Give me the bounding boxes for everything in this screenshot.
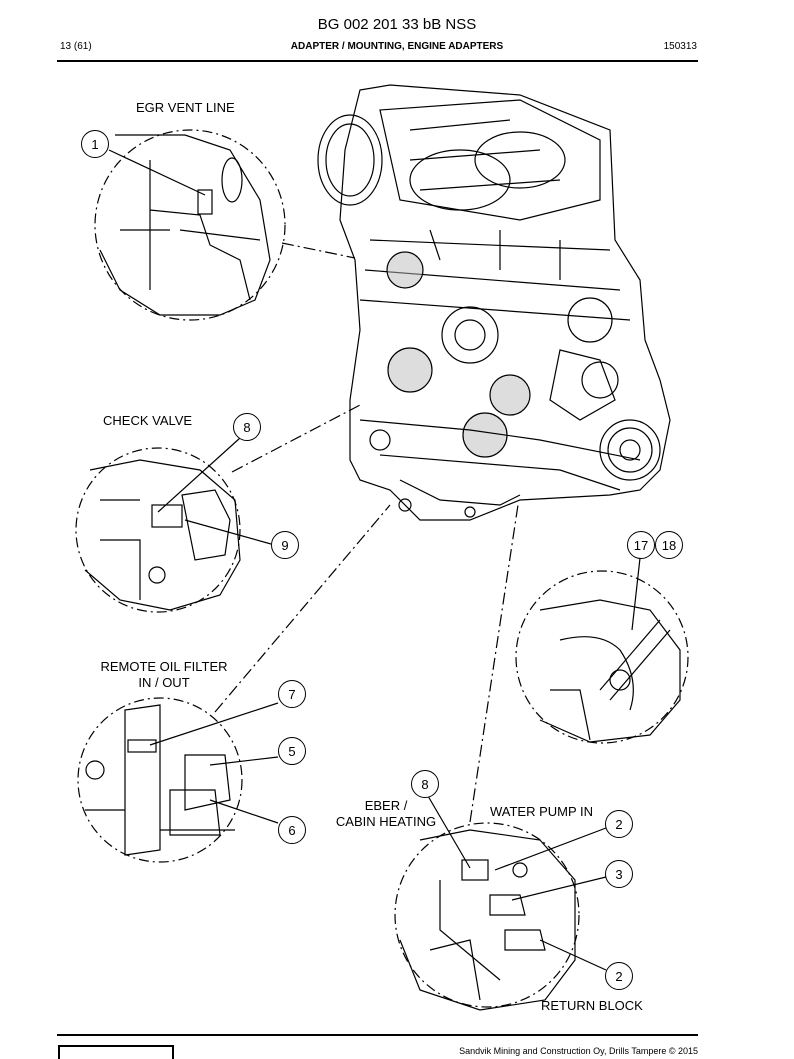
- page-number: 13 (61): [60, 41, 92, 52]
- label-water-pump-in: WATER PUMP IN: [490, 804, 594, 819]
- company-logo: [58, 1045, 174, 1059]
- document-code: 150313: [663, 41, 697, 52]
- label-check-valve: CHECK VALVE: [103, 413, 193, 428]
- engine-illustration: [317, 84, 671, 521]
- header-rule: [57, 60, 698, 62]
- callout-3: 3: [605, 860, 633, 888]
- label-return-block: RETURN BLOCK: [541, 998, 643, 1013]
- footer-copyright: Sandvik Mining and Construction Oy, Dril…: [459, 1046, 698, 1056]
- detail-callout-17-18: [515, 570, 689, 744]
- detail-check-valve: [75, 447, 241, 613]
- detail-return-block: [394, 822, 580, 1011]
- detail-remote-oil-filter: [77, 697, 243, 863]
- footer-rule: [57, 1034, 698, 1036]
- callout-18: 18: [655, 531, 683, 559]
- label-eber: EBER /: [364, 798, 408, 813]
- detail-egr-vent: [94, 129, 286, 321]
- callout-1: 1: [81, 130, 109, 158]
- document-id: BG 002 201 33 bB NSS: [317, 16, 477, 33]
- callout-8-eber: 8: [411, 770, 439, 798]
- callout-2-return-block: 2: [605, 962, 633, 990]
- callout-5: 5: [278, 737, 306, 765]
- callout-leaders: [108, 149, 641, 971]
- callout-6: 6: [278, 816, 306, 844]
- callout-17: 17: [627, 531, 655, 559]
- label-remote-oil-filter-sub: IN / OUT: [138, 675, 190, 690]
- label-remote-oil-filter: REMOTE OIL FILTER: [100, 659, 228, 674]
- callout-8-check-valve: 8: [233, 413, 261, 441]
- callout-9: 9: [271, 531, 299, 559]
- callout-2-water-pump: 2: [605, 810, 633, 838]
- label-egr-vent-line: EGR VENT LINE: [136, 100, 235, 115]
- leader-lines: [214, 242, 519, 823]
- callout-7: 7: [278, 680, 306, 708]
- label-cabin-heating: CABIN HEATING: [335, 814, 437, 829]
- section-title: ADAPTER / MOUNTING, ENGINE ADAPTERS: [290, 41, 504, 52]
